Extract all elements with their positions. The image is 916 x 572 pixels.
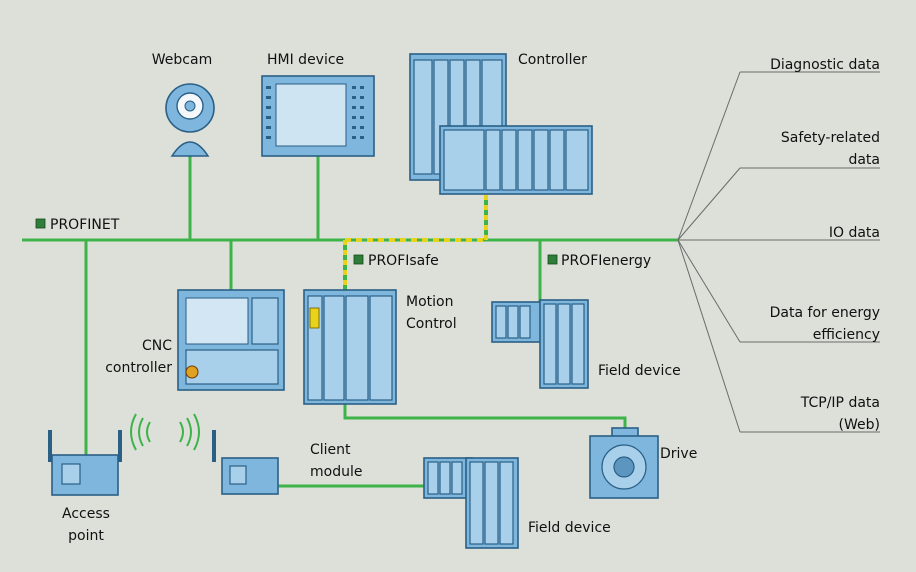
data-fan-lines [677, 71, 880, 433]
webcam-label: Webcam [152, 52, 212, 68]
data-type-io: IO data [829, 225, 880, 241]
motion-control-device [303, 289, 397, 405]
client-module-device [212, 430, 279, 495]
field-device-bottom-label: Field device [528, 520, 611, 536]
client-module-label-line1: Client [310, 442, 351, 458]
wireless-signal-icon [130, 413, 200, 451]
cnc-label-line1: CNC [142, 338, 172, 354]
cnc-knob [185, 365, 199, 379]
controller-device [409, 53, 593, 195]
field-device-right-label: Field device [598, 363, 681, 379]
client-module-body [221, 457, 279, 495]
network-lines [22, 156, 678, 488]
hmi-keys [266, 86, 364, 139]
drive-device [589, 427, 659, 499]
field-device-bottom [423, 457, 519, 549]
access-point-label-line1: Access [62, 506, 110, 522]
access-point-body [51, 454, 119, 496]
webcam-lens-inner [184, 100, 196, 112]
webcam-device [165, 83, 215, 157]
webcam-base [170, 141, 210, 157]
cnc-label-line2: controller [105, 360, 172, 376]
motion-label-line1: Motion [406, 294, 453, 310]
data-type-tcpip-line1: TCP/IP data [800, 395, 880, 411]
cnc-panel [185, 349, 279, 385]
profienergy-label-group: PROFIenergy [547, 253, 651, 269]
data-type-safety-line2: data [848, 152, 880, 168]
profisafe-label-group: PROFIsafe [353, 253, 439, 269]
data-type-safety-line1: Safety-related [781, 130, 880, 146]
motion-label-line2: Control [406, 316, 457, 332]
green-square-icon [35, 218, 46, 229]
hmi-device [261, 75, 375, 157]
data-type-energy-line1: Data for energy [770, 305, 880, 321]
profinet-label-group: PROFINET [35, 217, 120, 233]
profienergy-label: PROFIenergy [561, 253, 651, 269]
controller-label: Controller [518, 52, 587, 68]
green-square-icon [547, 254, 558, 265]
client-module-label-line2: module [310, 464, 362, 480]
green-square-icon [353, 254, 364, 265]
access-point-label-line2: point [68, 528, 104, 544]
profinet-label: PROFINET [50, 217, 120, 233]
data-type-energy-line2: efficiency [813, 327, 880, 343]
drive-label: Drive [660, 446, 697, 462]
drive-link [343, 404, 627, 432]
motion-safety-indicator [309, 307, 320, 329]
data-type-tcpip-line2: (Web) [839, 417, 880, 433]
hmi-screen [275, 83, 347, 147]
cnc-keypad [251, 297, 279, 345]
profisafe-label: PROFIsafe [368, 253, 439, 269]
hmi-label: HMI device [267, 52, 344, 68]
field-device-right [491, 299, 589, 389]
cnc-screen [185, 297, 249, 345]
cnc-device [177, 289, 285, 391]
access-point-device [48, 430, 122, 496]
data-type-diagnostic: Diagnostic data [770, 57, 880, 73]
